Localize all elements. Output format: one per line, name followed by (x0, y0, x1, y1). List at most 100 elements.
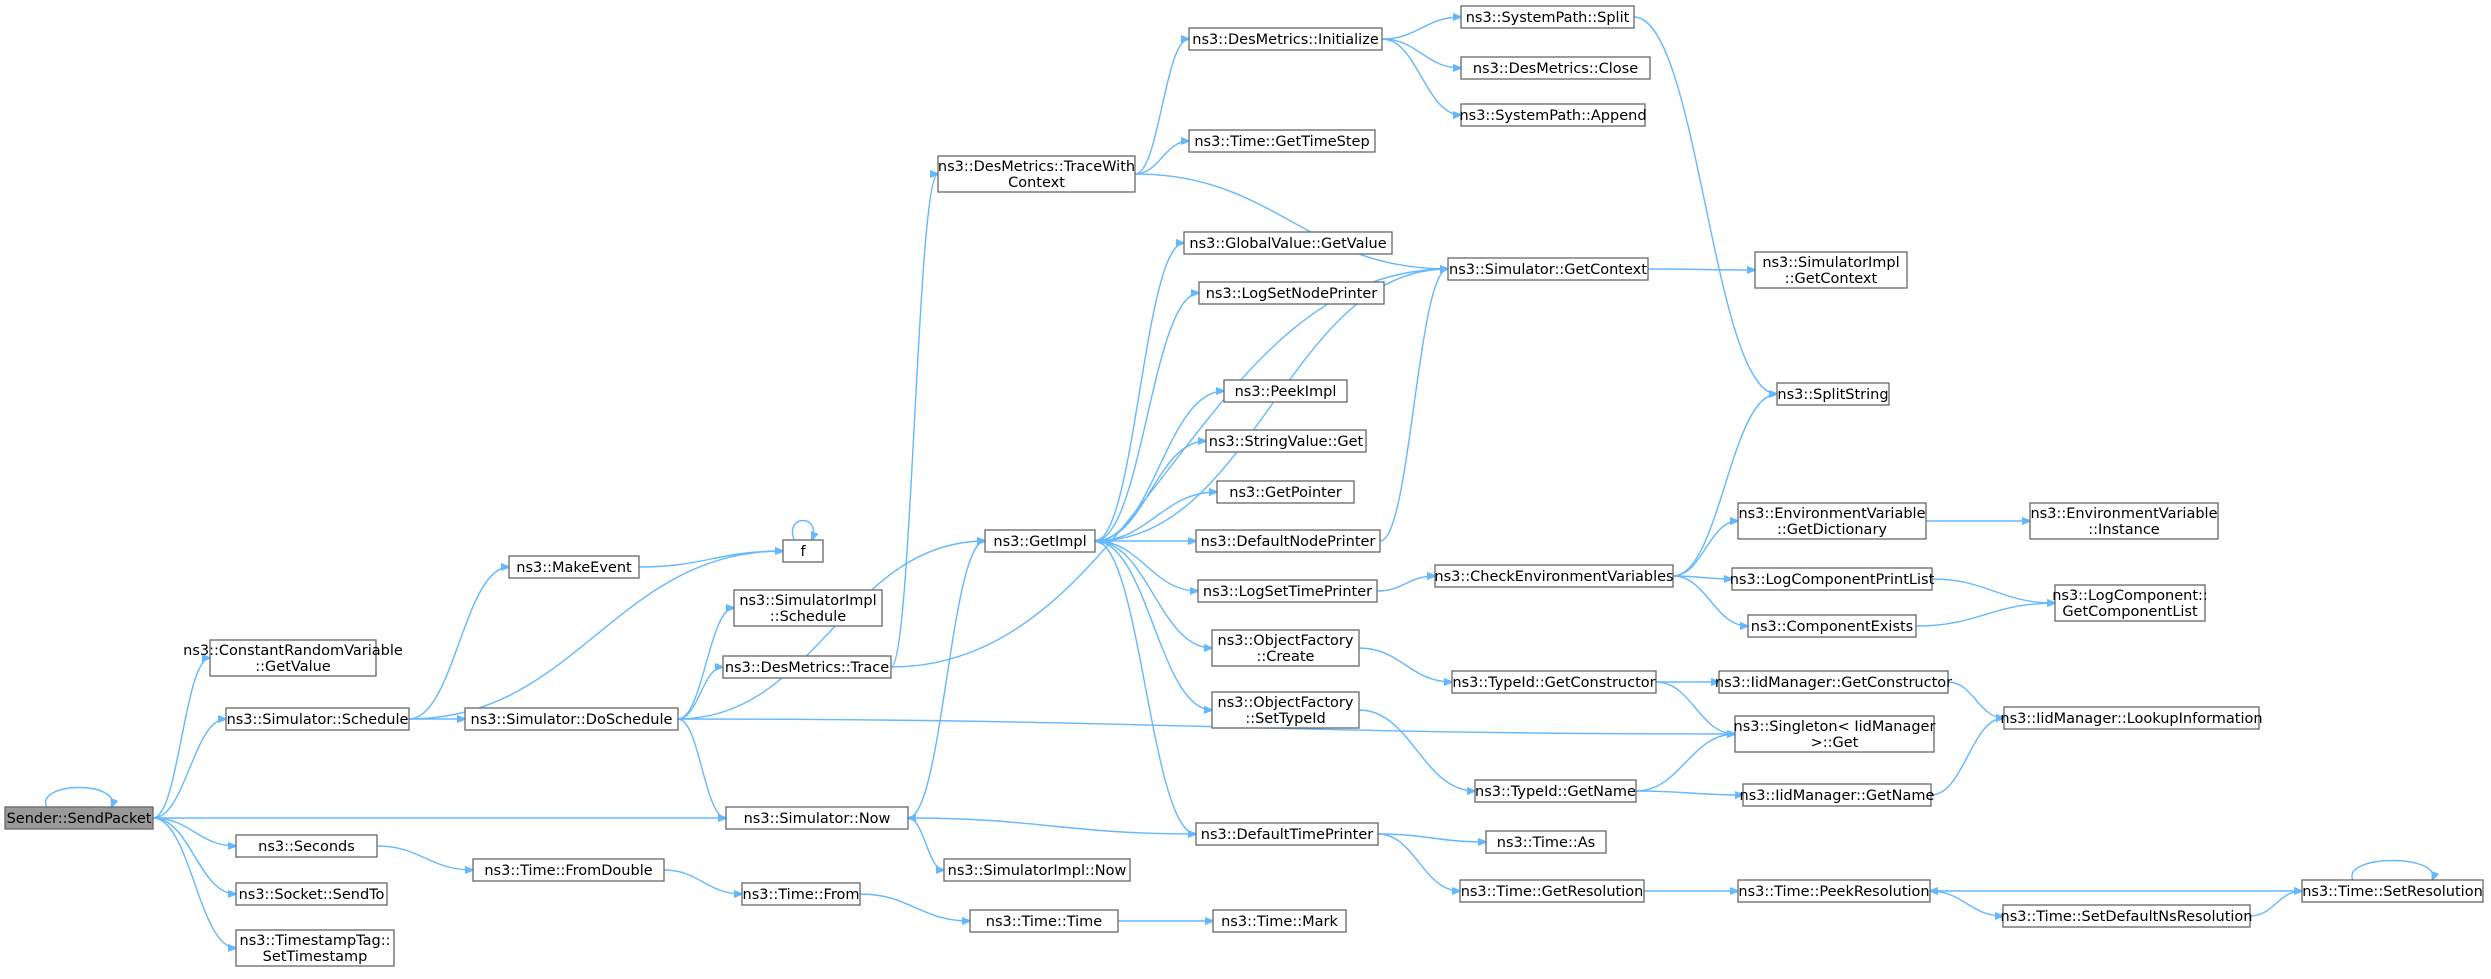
edge-send-to-tstag (152, 817, 236, 948)
node-ofsettypeid[interactable]: ns3::ObjectFactory::SetTypeId (1211, 691, 1360, 729)
node-compexists[interactable]: ns3::ComponentExists (1747, 614, 1917, 638)
node-box (1737, 879, 1931, 903)
node-box (2301, 879, 2484, 903)
node-tstag[interactable]: ns3::TimestampTag::SetTimestamp (235, 929, 395, 967)
node-f[interactable]: f (782, 539, 824, 563)
edge-sched-to-makeev (408, 567, 509, 720)
node-label: ns3::GlobalValue::GetValue (1189, 236, 1386, 252)
node-box (722, 655, 892, 679)
node-logsetnode[interactable]: ns3::LogSetNodePrinter (1198, 281, 1385, 305)
node-getpointer[interactable]: ns3::GetPointer (1216, 480, 1355, 504)
node-setres[interactable]: ns3::Time::SetResolution (2301, 879, 2484, 903)
node-label: ns3::ObjectFactory (1218, 633, 1354, 649)
node-simimplgetctx[interactable]: ns3::SimulatorImpl::GetContext (1754, 251, 1908, 289)
node-label: ns3::DefaultTimePrinter (1201, 827, 1373, 843)
node-envgetdict[interactable]: ns3::EnvironmentVariable::GetDictionary (1737, 502, 1927, 540)
node-label: ns3::ComponentExists (1751, 619, 1914, 635)
node-logcompgetlist[interactable]: ns3::LogComponent::GetComponentList (2052, 584, 2208, 622)
edge-now-to-getimpl (907, 541, 985, 819)
node-tidgetctor[interactable]: ns3::TypeId::GetConstructor (1451, 670, 1657, 694)
node-box (1754, 251, 1908, 289)
node-label: ns3::DesMetrics::Trace (725, 660, 889, 676)
node-send[interactable]: Sender::SendPacket (4, 806, 154, 830)
node-box (2002, 904, 2251, 928)
node-box (1212, 909, 1347, 933)
node-label: ns3::IidManager::LookupInformation (2000, 711, 2262, 727)
node-box (1485, 830, 1607, 854)
node-dmclose[interactable]: ns3::DesMetrics::Close (1460, 56, 1651, 80)
node-checkenv[interactable]: ns3::CheckEnvironmentVariables (1434, 564, 1674, 588)
node-label: ns3::IidManager::GetName (1740, 788, 1935, 804)
node-iidlookup[interactable]: ns3::IidManager::LookupInformation (2000, 706, 2263, 730)
node-box (2003, 706, 2260, 730)
node-fromdouble[interactable]: ns3::Time::FromDouble (472, 858, 665, 882)
node-spsplit[interactable]: ns3::SystemPath::Split (1460, 5, 1635, 29)
node-label: Sender::SendPacket (7, 811, 152, 827)
node-box (1460, 56, 1651, 80)
node-spappend[interactable]: ns3::SystemPath::Append (1459, 103, 1647, 127)
node-svget[interactable]: ns3::StringValue::Get (1205, 429, 1367, 453)
edge-checkenv-to-compexists (1672, 575, 1748, 626)
edge-logsettime-to-checkenv (1376, 576, 1435, 592)
node-box (1223, 379, 1348, 403)
node-dmtrace[interactable]: ns3::DesMetrics::Trace (722, 655, 892, 679)
node-time[interactable]: ns3::Time::Time (969, 909, 1119, 933)
node-simimplnow[interactable]: ns3::SimulatorImpl::Now (943, 858, 1131, 882)
node-box (1451, 670, 1657, 694)
node-setdefres[interactable]: ns3::Time::SetDefaultNsResolution (2001, 904, 2253, 928)
node-box (1216, 480, 1355, 504)
edge-getimpl-to-logsetnode (1094, 293, 1199, 542)
node-seconds[interactable]: ns3::Seconds (235, 834, 378, 858)
edge-getcontext-to-simimplgetctx (1647, 269, 1755, 270)
node-peekres[interactable]: ns3::Time::PeekResolution (1737, 879, 1931, 903)
node-gvgetvalue[interactable]: ns3::GlobalValue::GetValue (1183, 231, 1393, 255)
node-envinstance[interactable]: ns3::EnvironmentVariable::Instance (2029, 502, 2219, 540)
node-timeas[interactable]: ns3::Time::As (1485, 830, 1607, 854)
node-simimplsched[interactable]: ns3::SimulatorImpl::Schedule (733, 589, 883, 627)
node-getcontext[interactable]: ns3::Simulator::GetContext (1447, 257, 1649, 281)
node-iidgetname[interactable]: ns3::IidManager::GetName (1740, 783, 1935, 807)
node-box (782, 539, 824, 563)
node-getres[interactable]: ns3::Time::GetResolution (1459, 879, 1645, 903)
node-deftimeprinter[interactable]: ns3::DefaultTimePrinter (1195, 822, 1379, 846)
edge-setres-to-setres (2351, 859, 2433, 881)
node-tidgetname[interactable]: ns3::TypeId::GetName (1474, 779, 1637, 803)
node-box (508, 555, 640, 579)
node-box (1447, 257, 1649, 281)
node-sched[interactable]: ns3::Simulator::Schedule (225, 707, 410, 731)
node-now[interactable]: ns3::Simulator::Now (725, 806, 909, 830)
node-label: ns3::SplitString (1777, 387, 1888, 403)
node-box (1747, 614, 1917, 638)
node-box (472, 858, 665, 882)
node-label: ns3::Simulator::Schedule (227, 712, 409, 728)
node-peekimpl[interactable]: ns3::PeekImpl (1223, 379, 1348, 403)
edge-compexists-to-logcompgetlist (1915, 603, 2055, 627)
node-label: ns3::LogComponentPrintList (1730, 572, 1935, 588)
node-label: ns3::Time::GetResolution (1461, 884, 1644, 900)
node-sendto[interactable]: ns3::Socket::SendTo (235, 882, 388, 906)
node-crv[interactable]: ns3::ConstantRandomVariable::GetValue (183, 639, 403, 677)
node-gettimestep[interactable]: ns3::Time::GetTimeStep (1188, 129, 1376, 153)
node-makeev[interactable]: ns3::MakeEvent (508, 555, 640, 579)
node-from[interactable]: ns3::Time::From (741, 882, 861, 906)
node-box (943, 858, 1131, 882)
edge-dminit-to-spsplit (1381, 17, 1461, 40)
node-singleton[interactable]: ns3::Singleton< IidManager>::Get (1734, 715, 1936, 753)
edge-dosched-to-singleton (677, 718, 1735, 734)
node-ofcreate[interactable]: ns3::ObjectFactory::Create (1211, 629, 1360, 667)
node-logcompprint[interactable]: ns3::LogComponentPrintList (1730, 567, 1935, 591)
node-logsettime[interactable]: ns3::LogSetTimePrinter (1197, 579, 1378, 603)
node-label: Context (1008, 175, 1065, 191)
edge-ofsettypeid-to-tidgetname (1358, 709, 1475, 791)
node-splitstring[interactable]: ns3::SplitString (1776, 382, 1890, 406)
node-label: f (800, 544, 806, 560)
node-dosched[interactable]: ns3::Simulator::DoSchedule (464, 707, 679, 731)
node-defnodeprinter[interactable]: ns3::DefaultNodePrinter (1195, 529, 1381, 553)
edge-iidgetctor-to-iidlookup (1947, 681, 2004, 718)
node-mark[interactable]: ns3::Time::Mark (1212, 909, 1347, 933)
edge-dminit-to-spappend (1381, 38, 1461, 115)
node-dminit[interactable]: ns3::DesMetrics::Initialize (1188, 27, 1383, 51)
node-iidgetctor[interactable]: ns3::IidManager::GetConstructor (1715, 670, 1952, 694)
node-getimpl[interactable]: ns3::GetImpl (984, 529, 1096, 553)
